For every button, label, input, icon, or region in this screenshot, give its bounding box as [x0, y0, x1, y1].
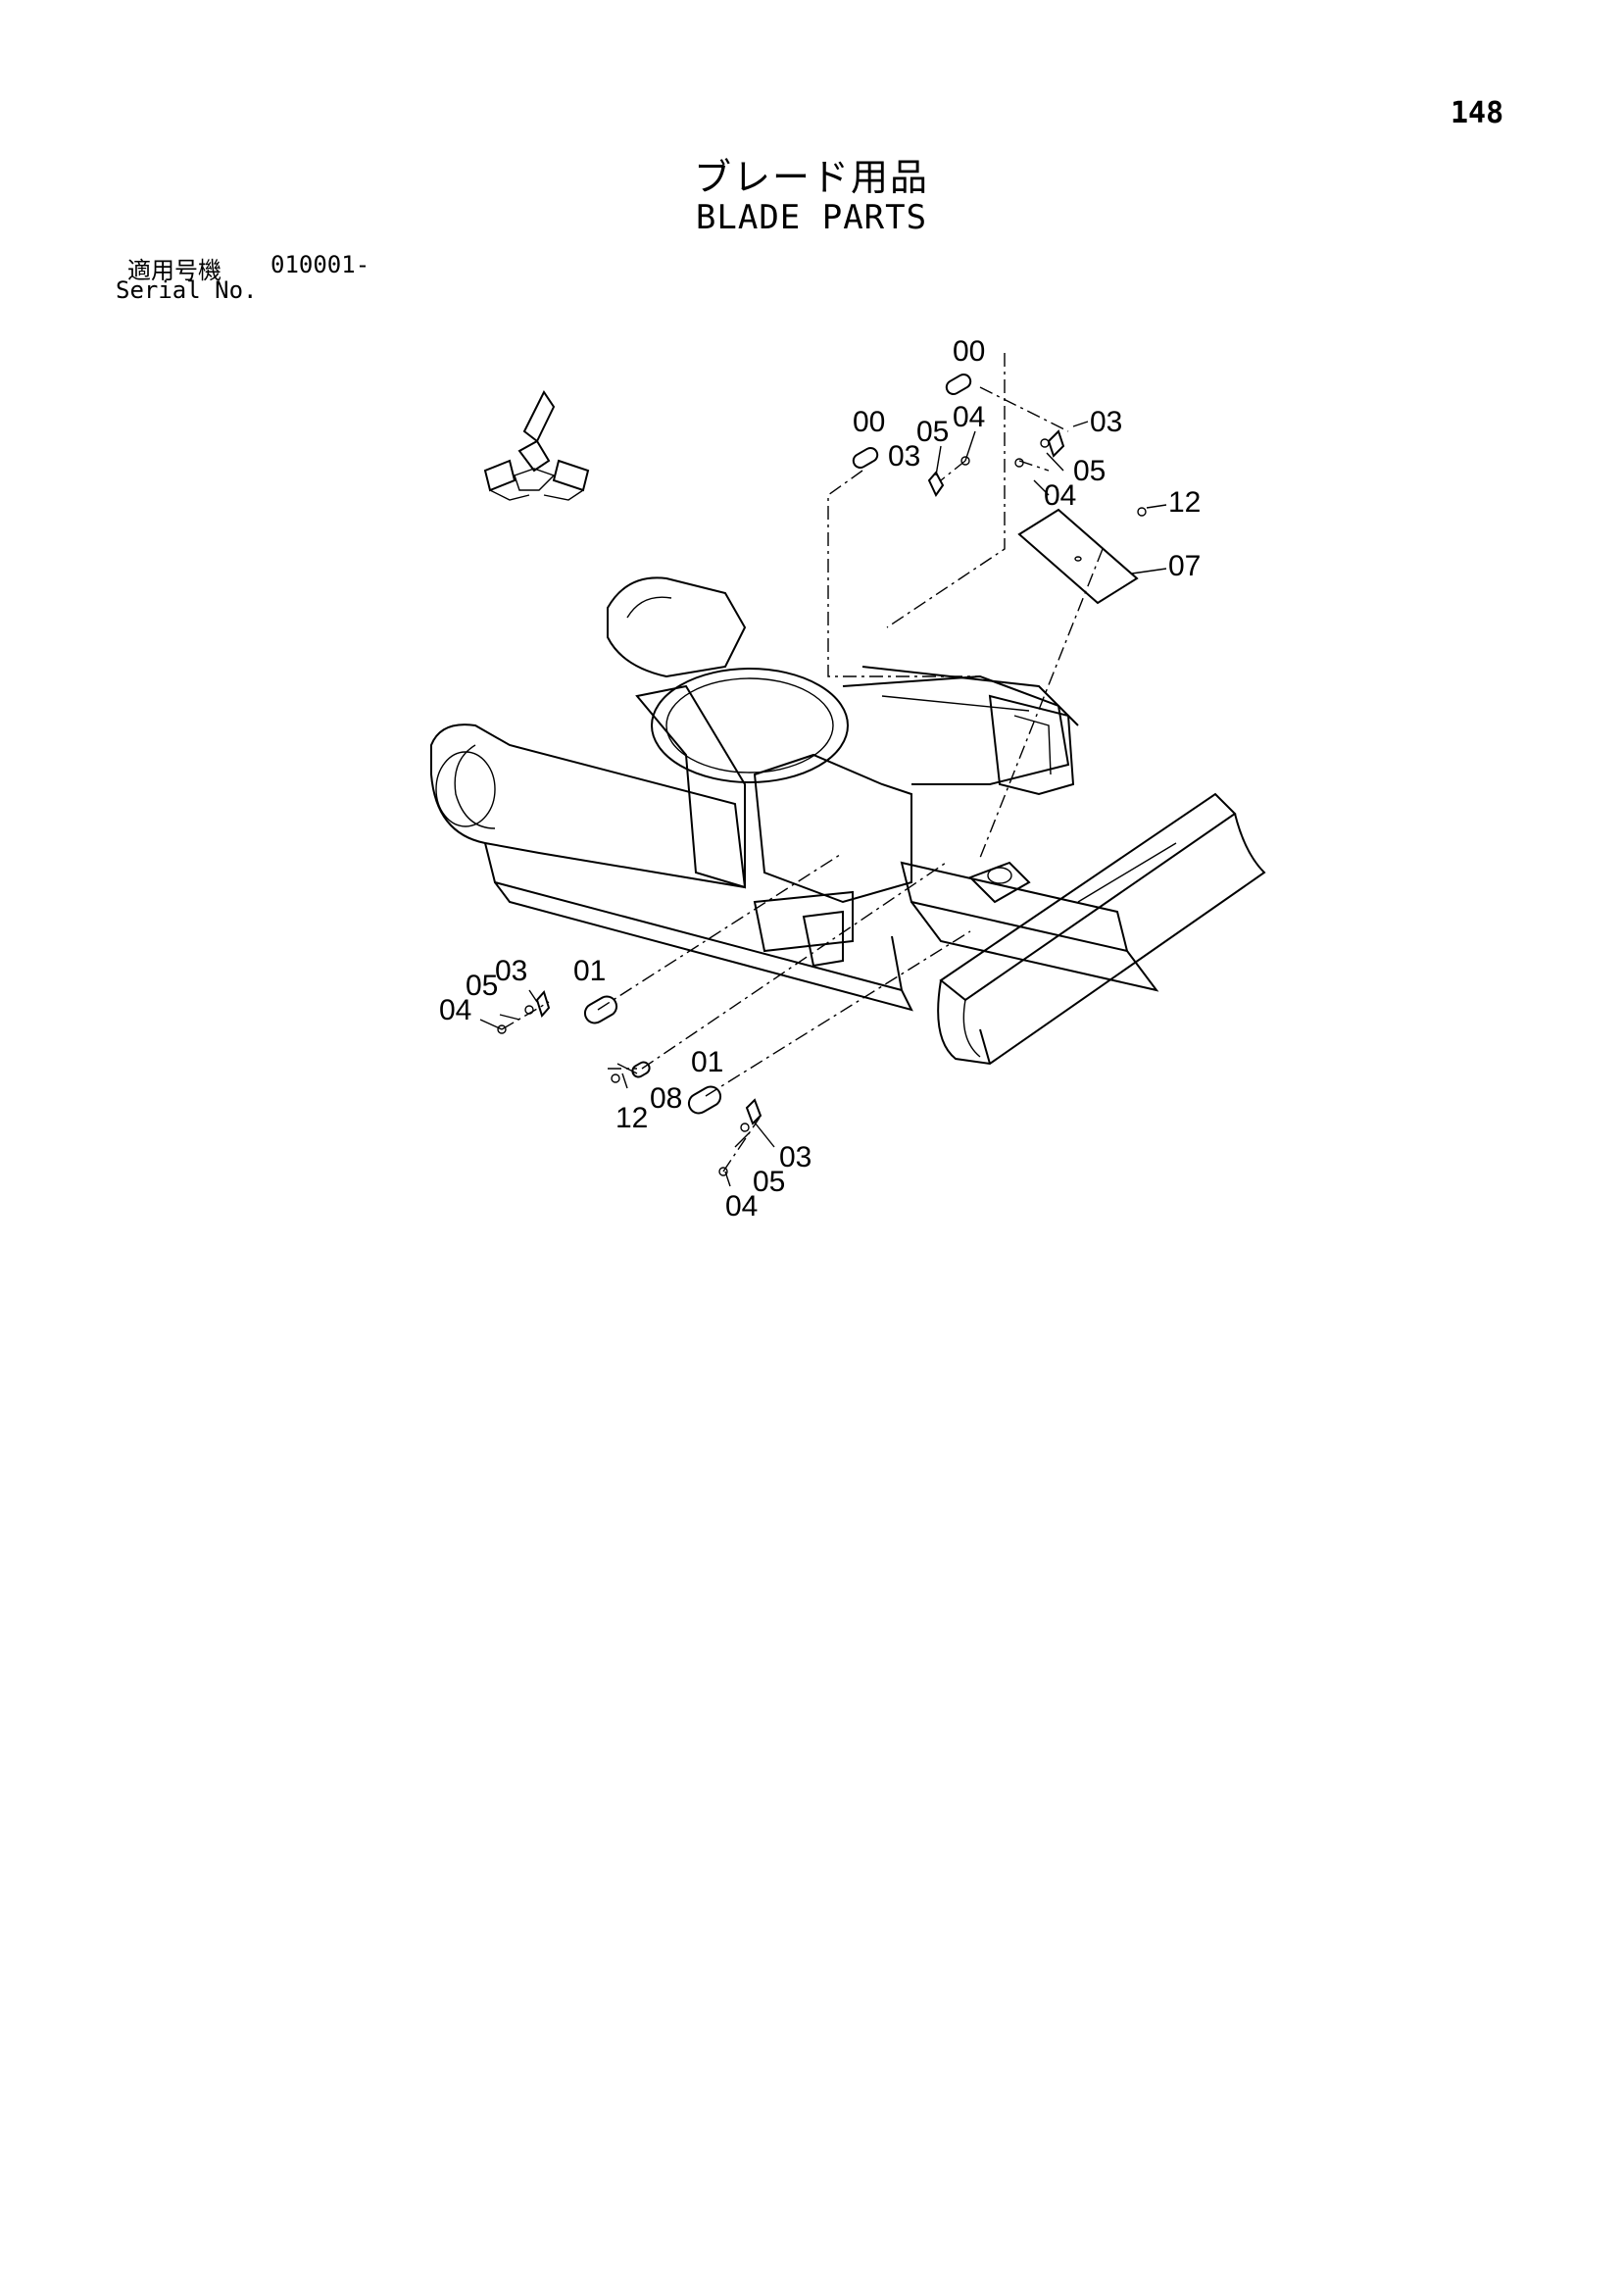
serial-label-japanese: 適用号機: [127, 257, 221, 284]
callout-12-lower: 12: [615, 1102, 648, 1134]
page-title-japanese: ブレード用品: [693, 156, 929, 199]
callout-04-upper-left: 04: [953, 401, 985, 433]
assembly-lines: [501, 353, 1104, 1173]
callout-labels: 00 00 03 03 04 04 05 05 12 07 05 03 01 0…: [439, 335, 1201, 1223]
page-title-english: BLADE PARTS: [695, 198, 928, 237]
guard-plate: [1017, 508, 1139, 605]
callout-03-upper-right: 03: [1090, 406, 1122, 438]
orientation-icon: [483, 390, 590, 501]
callout-03-upper-left: 03: [888, 440, 920, 473]
leader-lines: [479, 421, 1167, 1187]
page-number: 148: [1451, 96, 1504, 130]
callout-05-upper-right: 05: [1073, 455, 1106, 487]
callout-03-lower-right: 03: [779, 1141, 812, 1173]
serial-number-range: 010001-: [270, 251, 370, 278]
callout-01-lower-right: 01: [691, 1046, 723, 1078]
callout-12-upper: 12: [1168, 486, 1201, 519]
callout-00-top: 00: [953, 335, 985, 368]
callout-05-upper-left: 05: [916, 416, 949, 448]
callout-04-upper-right: 04: [1044, 479, 1076, 512]
dozer-blade: [937, 792, 1266, 1066]
callout-04-lower-right: 04: [725, 1190, 758, 1223]
serial-label-english: Serial No.: [116, 276, 258, 304]
callout-08: 08: [650, 1082, 682, 1115]
callout-07: 07: [1168, 550, 1201, 582]
callout-03-lower-left: 03: [495, 955, 527, 987]
undercarriage-frame: [430, 576, 1159, 1012]
callout-04-lower-left: 04: [439, 994, 471, 1026]
callout-05-lower-left: 05: [466, 970, 498, 1002]
callout-00-left: 00: [853, 406, 885, 438]
callout-05-lower-right: 05: [753, 1166, 785, 1198]
callout-01-lower-left: 01: [573, 955, 606, 987]
